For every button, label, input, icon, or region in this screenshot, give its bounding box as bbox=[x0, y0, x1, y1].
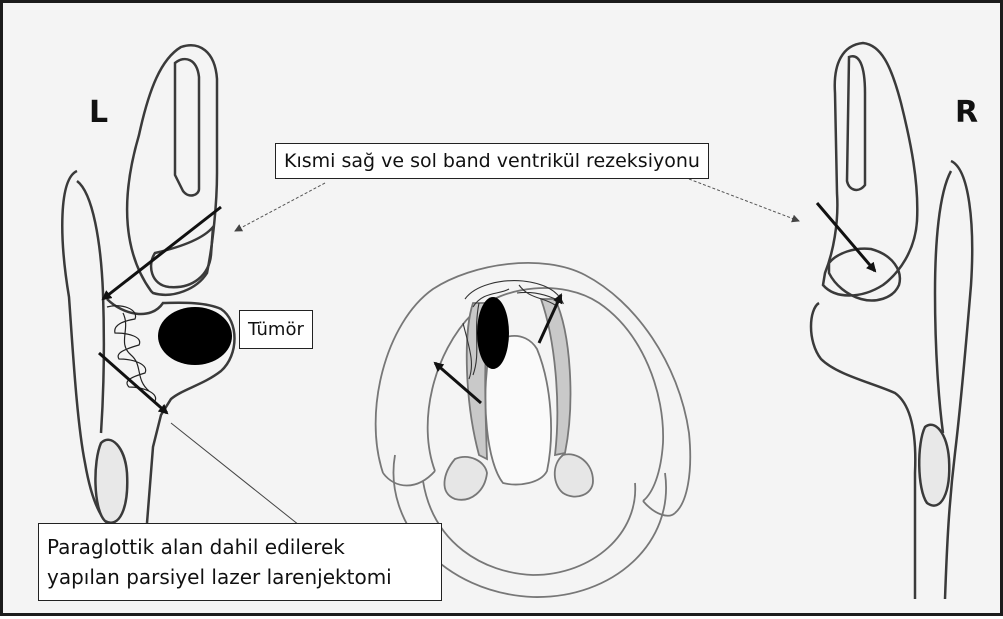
right-side-label: R bbox=[955, 95, 978, 130]
left-tumor bbox=[158, 307, 232, 365]
left-arytenoid bbox=[95, 440, 127, 523]
left-epiglottis-inner bbox=[175, 59, 199, 195]
procedure-label-line1: Paraglottik alan dahil edilerek bbox=[47, 532, 433, 562]
leader-line-procedure bbox=[171, 423, 299, 525]
right-arrow bbox=[817, 203, 875, 271]
leader-line-right bbox=[689, 179, 799, 221]
left-lower-arrow bbox=[99, 353, 167, 413]
center-tumor bbox=[477, 297, 509, 369]
procedure-label: Paraglottik alan dahil edilerek yapılan … bbox=[38, 523, 442, 601]
resection-label: Kısmi sağ ve sol band ventrikül rezeksiy… bbox=[275, 143, 709, 179]
left-arytenoid-cartilage bbox=[444, 457, 487, 500]
right-coronal-section bbox=[811, 43, 972, 599]
right-thyroid-inner bbox=[935, 171, 951, 433]
left-resection-hatching bbox=[107, 306, 156, 401]
right-thyroid-wall bbox=[945, 161, 972, 599]
left-thyroid-inner bbox=[77, 181, 104, 433]
procedure-label-line2: yapılan parsiyel lazer larenjektomi bbox=[47, 562, 433, 592]
right-arytenoid bbox=[919, 425, 949, 506]
leader-line-left bbox=[235, 183, 325, 231]
right-epiglottis-inner bbox=[847, 56, 865, 190]
tumor-label: Tümör bbox=[239, 310, 313, 349]
right-ventricle bbox=[811, 303, 915, 599]
right-arytenoid-cartilage bbox=[555, 454, 593, 496]
aryepiglottic-fold-left bbox=[383, 471, 435, 486]
left-epiglottis-outline bbox=[127, 45, 217, 294]
aryepiglottic-fold-right bbox=[643, 501, 675, 516]
left-side-label: L bbox=[89, 95, 108, 130]
right-epiglottis-outline bbox=[823, 43, 917, 296]
